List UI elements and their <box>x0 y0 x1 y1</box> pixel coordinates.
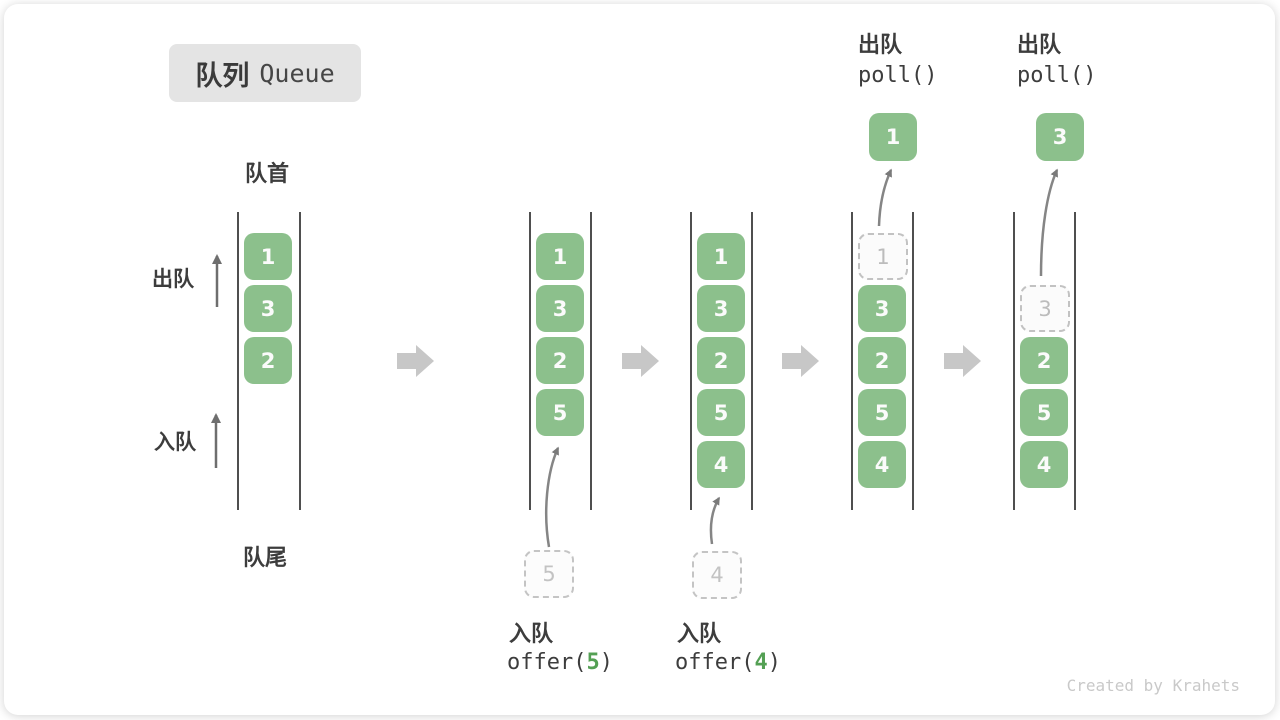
queue-box: 3 <box>697 285 745 332</box>
enqueue-side-label: 入队 <box>154 430 196 454</box>
offer-code: offer(4) <box>675 650 781 675</box>
result-box: 1 <box>869 113 917 161</box>
title-en: Queue <box>259 58 335 88</box>
queue-wall-right <box>1074 212 1076 510</box>
queue-rear-label: 队尾 <box>243 546 288 571</box>
offer-code: offer(5) <box>507 650 613 675</box>
queue-wall-left <box>690 212 692 510</box>
queue-box: 2 <box>1020 337 1068 384</box>
queue-box: 4 <box>697 441 745 488</box>
queue-box: 3 <box>858 285 906 332</box>
queue-wall-right <box>299 212 301 510</box>
title-badge: 队列 Queue <box>169 44 361 102</box>
offer-arg: 5 <box>586 650 600 675</box>
result-box: 3 <box>1036 113 1084 161</box>
offer-label: 入队 <box>677 622 722 647</box>
queue-box: 2 <box>244 337 292 384</box>
queue-wall-left <box>851 212 853 510</box>
credit-text: Created by Krahets <box>1066 676 1240 695</box>
removed-box: 3 <box>1020 285 1070 332</box>
queue-box: 5 <box>858 389 906 436</box>
queue-wall-right <box>590 212 592 510</box>
queue-box: 5 <box>536 389 584 436</box>
queue-box: 5 <box>697 389 745 436</box>
poll-code: poll() <box>858 63 938 88</box>
queue-box: 5 <box>1020 389 1068 436</box>
poll-code: poll() <box>1017 63 1097 88</box>
queue-wall-left <box>529 212 531 510</box>
pending-box: 4 <box>692 551 742 599</box>
poll-label: 出队 <box>1017 33 1062 58</box>
queue-wall-right <box>912 212 914 510</box>
queue-box: 2 <box>697 337 745 384</box>
queue-front-label: 队首 <box>245 162 290 187</box>
offer-close: ) <box>599 650 613 675</box>
queue-box: 4 <box>858 441 906 488</box>
dequeue-side-label: 出队 <box>152 267 194 291</box>
offer-label: 入队 <box>509 622 554 647</box>
offer-fn: offer( <box>507 650 587 675</box>
queue-box: 3 <box>244 285 292 332</box>
queue-wall-right <box>751 212 753 510</box>
queue-box: 1 <box>536 233 584 280</box>
offer-arg: 4 <box>754 650 768 675</box>
queue-wall-left <box>237 212 239 510</box>
queue-box: 1 <box>697 233 745 280</box>
pending-box: 5 <box>524 550 574 598</box>
queue-box: 3 <box>536 285 584 332</box>
queue-box: 2 <box>858 337 906 384</box>
queue-box: 4 <box>1020 441 1068 488</box>
queue-box: 2 <box>536 337 584 384</box>
removed-box: 1 <box>858 233 908 280</box>
poll-label: 出队 <box>858 33 903 58</box>
offer-close: ) <box>767 650 781 675</box>
offer-fn: offer( <box>675 650 755 675</box>
diagram-card <box>4 4 1275 715</box>
title-zh: 队列 <box>195 60 250 92</box>
queue-wall-left <box>1013 212 1015 510</box>
queue-box: 1 <box>244 233 292 280</box>
